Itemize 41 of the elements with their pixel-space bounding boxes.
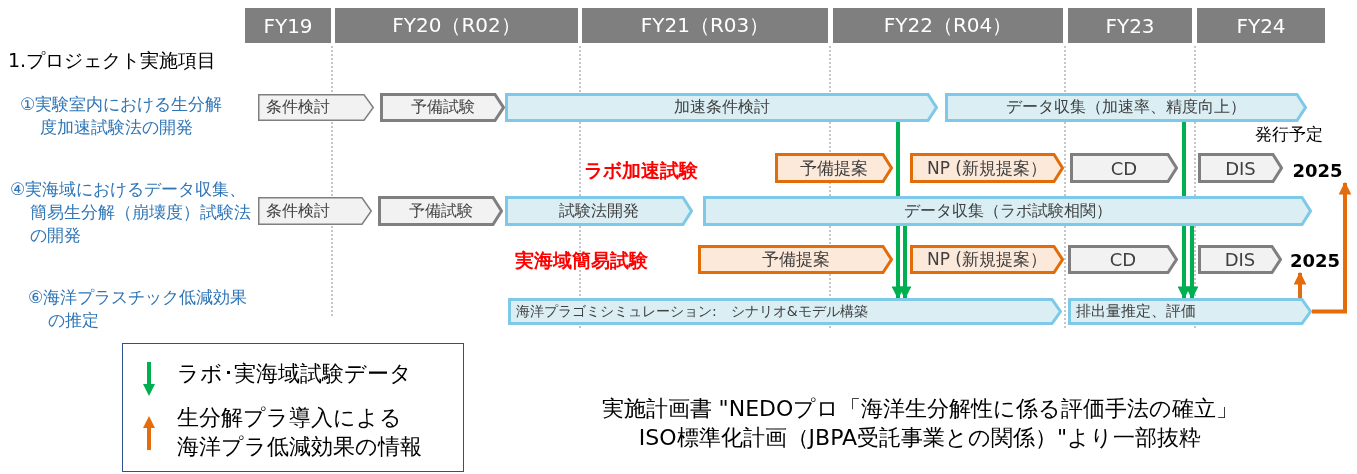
stage-bar: CD [1070, 153, 1178, 183]
year-header: FY22（R04） [833, 8, 1063, 43]
legend-label: 生分解プラ導入による海洋プラ低減効果の情報 [177, 404, 423, 461]
track-label: 実海域簡易試験 [515, 248, 649, 273]
legend-label: ラボ･実海域試験データ [177, 360, 413, 388]
task-bar: データ収集（ラボ試験相関） [703, 196, 1312, 226]
year-label: 2025 [1286, 248, 1344, 273]
year-header: FY23 [1068, 8, 1192, 43]
arrow [1185, 226, 1199, 300]
proposal-bar: 予備提案 [775, 153, 893, 183]
proposal-bar: NP (新規提案） [910, 245, 1064, 274]
year-header: FY24 [1197, 8, 1325, 43]
year-header: FY20（R02） [335, 8, 578, 43]
task-bar: 試験法開発 [505, 196, 693, 226]
task-bar: 加速条件検討 [505, 93, 938, 122]
year-header: FY19 [245, 8, 331, 43]
proposal-bar: NP (新規提案） [910, 153, 1064, 183]
row-label: ①実験室内における生分解度加速試験法の開発 [20, 93, 224, 139]
heading: 1.プロジェクト実施項目 [8, 48, 218, 73]
track-label: ラボ加速試験 [584, 158, 699, 183]
row-label: ⑥海洋プラスチック低減効果の推定 [28, 286, 249, 332]
arrow [1177, 226, 1191, 300]
stage-bar: 予備試験 [378, 196, 503, 226]
task-bar: データ収集（加速率、精度向上） [945, 93, 1307, 122]
stage-bar: 条件検討 [258, 94, 374, 121]
year-label: 2025 [1285, 158, 1350, 183]
note: 発行予定 [1255, 123, 1324, 146]
year-header: FY21（R03） [582, 8, 828, 43]
row-label: ④実海域におけるデータ収集、簡易生分解（崩壊度）試験法の開発 [10, 178, 253, 247]
stage-bar: 予備試験 [380, 93, 505, 122]
task-bar: 海洋プラゴミシミュレーション: シナリオ&モデル構築 [508, 298, 1062, 325]
arrow [1293, 271, 1307, 298]
stage-bar: 条件検討 [258, 197, 372, 225]
caption: 実施計画書 "NEDOプロ「海洋生分解性に係る評価手法の確立」ISO標準化計画（JBPA受託事業との関係）"より一部抜粋 [600, 395, 1240, 452]
task-bar: 排出量推定、評価 [1068, 298, 1312, 325]
stage-bar: DIS [1198, 245, 1282, 274]
proposal-bar: 予備提案 [698, 245, 893, 274]
arrow [1312, 181, 1352, 314]
stage-bar: CD [1068, 245, 1178, 274]
arrow [898, 226, 912, 300]
stage-bar: DIS [1198, 153, 1283, 183]
